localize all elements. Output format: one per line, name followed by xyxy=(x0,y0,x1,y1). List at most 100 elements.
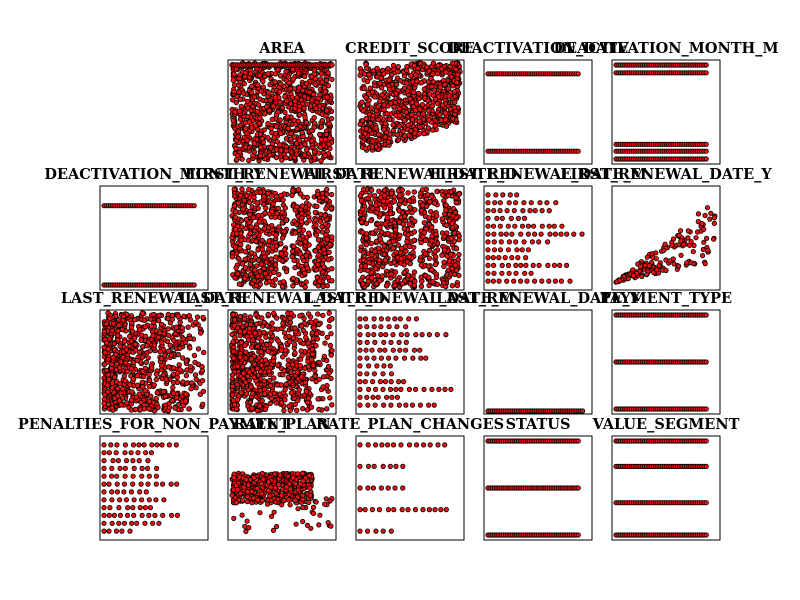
data-point xyxy=(422,251,428,257)
data-point xyxy=(140,368,146,375)
data-point xyxy=(313,217,319,223)
data-point xyxy=(639,273,645,279)
data-point xyxy=(319,117,325,124)
data-point xyxy=(405,272,412,278)
data-point xyxy=(316,252,322,258)
data-point xyxy=(273,193,280,200)
data-point xyxy=(179,355,186,361)
data-point xyxy=(381,102,387,108)
data-point xyxy=(413,113,419,120)
data-point xyxy=(139,354,146,360)
data-point xyxy=(261,226,267,232)
data-point xyxy=(302,270,308,277)
data-point xyxy=(142,324,148,330)
data-point xyxy=(233,265,239,271)
data-point xyxy=(711,220,718,226)
data-point xyxy=(115,337,121,343)
data-point xyxy=(130,376,137,382)
data-point xyxy=(247,399,253,406)
data-point xyxy=(312,209,319,216)
data-point xyxy=(200,388,207,395)
data-point xyxy=(429,83,435,90)
data-point xyxy=(282,94,288,100)
data-point xyxy=(304,101,310,107)
data-point xyxy=(371,192,378,199)
data-point xyxy=(688,239,694,245)
data-point xyxy=(242,249,249,255)
data-point xyxy=(254,108,260,115)
data-point xyxy=(544,200,550,206)
data-point xyxy=(236,281,243,287)
data-point xyxy=(237,192,244,199)
data-point xyxy=(322,340,328,346)
data-point xyxy=(150,333,156,339)
data-point xyxy=(685,235,691,241)
data-point xyxy=(401,226,407,232)
data-point xyxy=(270,103,276,109)
data-point xyxy=(386,86,393,93)
data-point xyxy=(288,101,294,107)
data-point xyxy=(248,344,255,350)
data-point xyxy=(685,228,691,234)
data-point xyxy=(326,310,332,316)
data-point xyxy=(558,278,565,284)
data-point xyxy=(392,227,399,233)
data-point xyxy=(236,89,242,95)
data-point xyxy=(506,270,512,276)
data-point xyxy=(421,130,427,137)
data-point xyxy=(267,400,273,407)
data-point xyxy=(494,215,500,221)
data-point xyxy=(392,99,398,106)
data-point xyxy=(370,112,376,119)
data-point xyxy=(485,255,491,261)
data-point xyxy=(302,73,308,79)
data-point xyxy=(420,111,426,117)
data-point xyxy=(701,226,707,232)
data-point xyxy=(681,241,687,248)
data-point xyxy=(518,231,524,237)
data-point xyxy=(111,374,118,380)
data-point xyxy=(385,65,391,72)
data-point xyxy=(528,270,534,276)
data-point xyxy=(381,187,388,193)
data-point xyxy=(114,385,121,392)
data-point xyxy=(366,91,372,97)
data-point xyxy=(363,61,369,68)
panel-points xyxy=(613,62,709,162)
data-point xyxy=(241,197,247,204)
data-point xyxy=(324,283,330,289)
data-point xyxy=(279,220,285,226)
data-point xyxy=(407,260,413,267)
data-point xyxy=(236,75,242,82)
data-point xyxy=(373,281,380,287)
data-point xyxy=(168,352,174,358)
data-point xyxy=(439,216,445,222)
data-point xyxy=(378,85,385,91)
data-point xyxy=(165,348,172,354)
data-point xyxy=(327,135,333,141)
data-point xyxy=(669,242,675,248)
data-point xyxy=(388,100,394,106)
data-point xyxy=(237,313,243,320)
data-point xyxy=(538,231,544,237)
data-point xyxy=(524,278,530,284)
data-point xyxy=(302,141,308,147)
data-point xyxy=(305,340,311,346)
data-point xyxy=(131,335,138,341)
data-point xyxy=(321,246,327,253)
data-point xyxy=(282,246,288,253)
data-point xyxy=(703,141,709,147)
data-point xyxy=(105,356,111,362)
data-point xyxy=(449,220,455,226)
data-point xyxy=(491,247,498,253)
data-point xyxy=(416,118,423,124)
data-point xyxy=(313,232,319,238)
data-point xyxy=(268,145,274,151)
data-point xyxy=(454,282,461,289)
data-point xyxy=(412,218,418,224)
data-point xyxy=(366,71,372,78)
data-point xyxy=(151,311,157,318)
data-point xyxy=(103,340,110,346)
data-point xyxy=(531,231,538,237)
